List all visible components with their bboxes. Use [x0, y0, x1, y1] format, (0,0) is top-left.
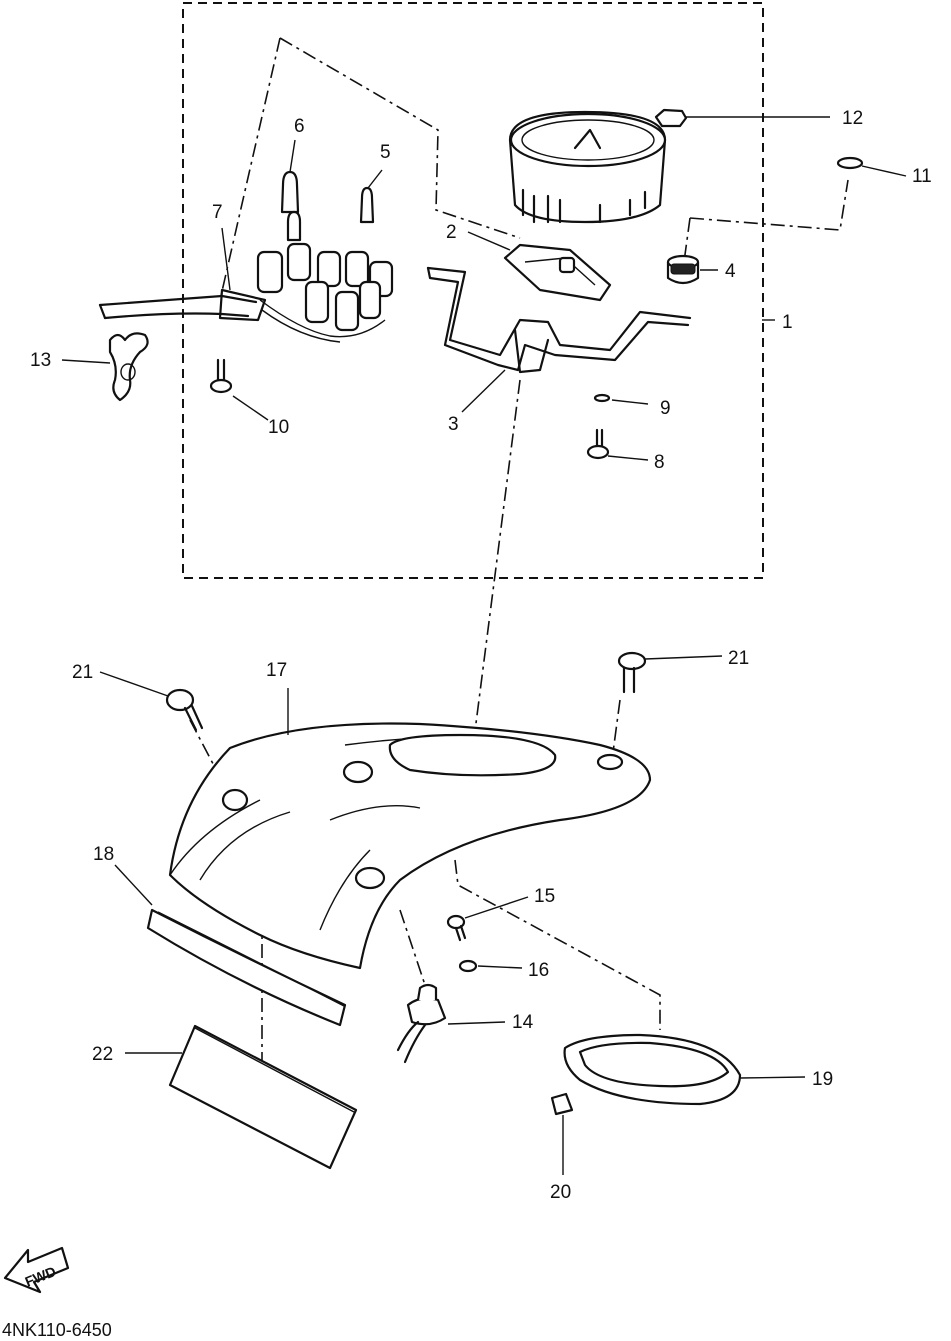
clip-20-icon	[550, 1092, 574, 1116]
callout-2: 2	[446, 222, 457, 243]
callout-21-left: 21	[72, 662, 93, 683]
callout-20: 20	[550, 1182, 571, 1203]
callout-15: 15	[534, 886, 555, 907]
screw-15-icon	[446, 914, 467, 942]
grommet-icon	[666, 254, 700, 285]
bolt-21-right-icon	[617, 651, 647, 694]
callout-14: 14	[512, 1012, 534, 1033]
bulb-6-icon	[280, 170, 302, 242]
meter-ring-icon	[563, 1033, 742, 1106]
callout-8: 8	[654, 452, 665, 473]
label-plate-icon	[168, 1024, 358, 1170]
washer-9-icon	[593, 393, 611, 403]
callout-17: 17	[266, 660, 287, 681]
nut-12-icon	[654, 108, 688, 128]
bulb-5-icon	[359, 186, 375, 224]
callout-10: 10	[268, 417, 289, 438]
callout-3: 3	[448, 414, 459, 435]
callout-21-right: 21	[728, 648, 749, 669]
indicator-lens-icon	[503, 243, 612, 302]
callout-4: 4	[725, 261, 736, 282]
washer-16-icon	[458, 959, 478, 973]
meter-cover-icon	[168, 722, 652, 970]
screw-8-icon	[586, 428, 610, 460]
washer-11-icon	[836, 156, 864, 170]
trim-strip-icon	[146, 908, 347, 1027]
callout-1: 1	[782, 312, 793, 333]
switch-14-icon	[396, 983, 447, 1064]
callout-6: 6	[294, 116, 305, 137]
screw-10-icon	[209, 358, 233, 394]
diagram-code: 4NK110-6450	[2, 1320, 112, 1340]
callout-9: 9	[660, 398, 671, 419]
callout-18: 18	[93, 844, 114, 865]
callout-12: 12	[842, 108, 863, 129]
meter-bracket-icon	[426, 266, 692, 374]
callout-7: 7	[212, 202, 223, 223]
fwd-arrow-icon: FWD	[3, 1246, 70, 1294]
assembly-box	[182, 2, 764, 579]
callout-19: 19	[812, 1069, 833, 1090]
callout-labels: 1 2 3 4 5 6 7 8 9 10 11 12 13 14 15 16 1…	[30, 108, 932, 1203]
callout-13: 13	[30, 350, 51, 371]
callout-16: 16	[528, 960, 549, 981]
clamp-icon	[108, 332, 149, 402]
callout-5: 5	[380, 142, 391, 163]
callout-11: 11	[912, 166, 932, 187]
callout-22: 22	[92, 1044, 113, 1065]
bolt-21-left-icon	[165, 688, 204, 732]
wire-harness-icon	[98, 242, 394, 343]
speedometer-icon	[508, 110, 667, 224]
leader-lines	[61, 116, 907, 1175]
